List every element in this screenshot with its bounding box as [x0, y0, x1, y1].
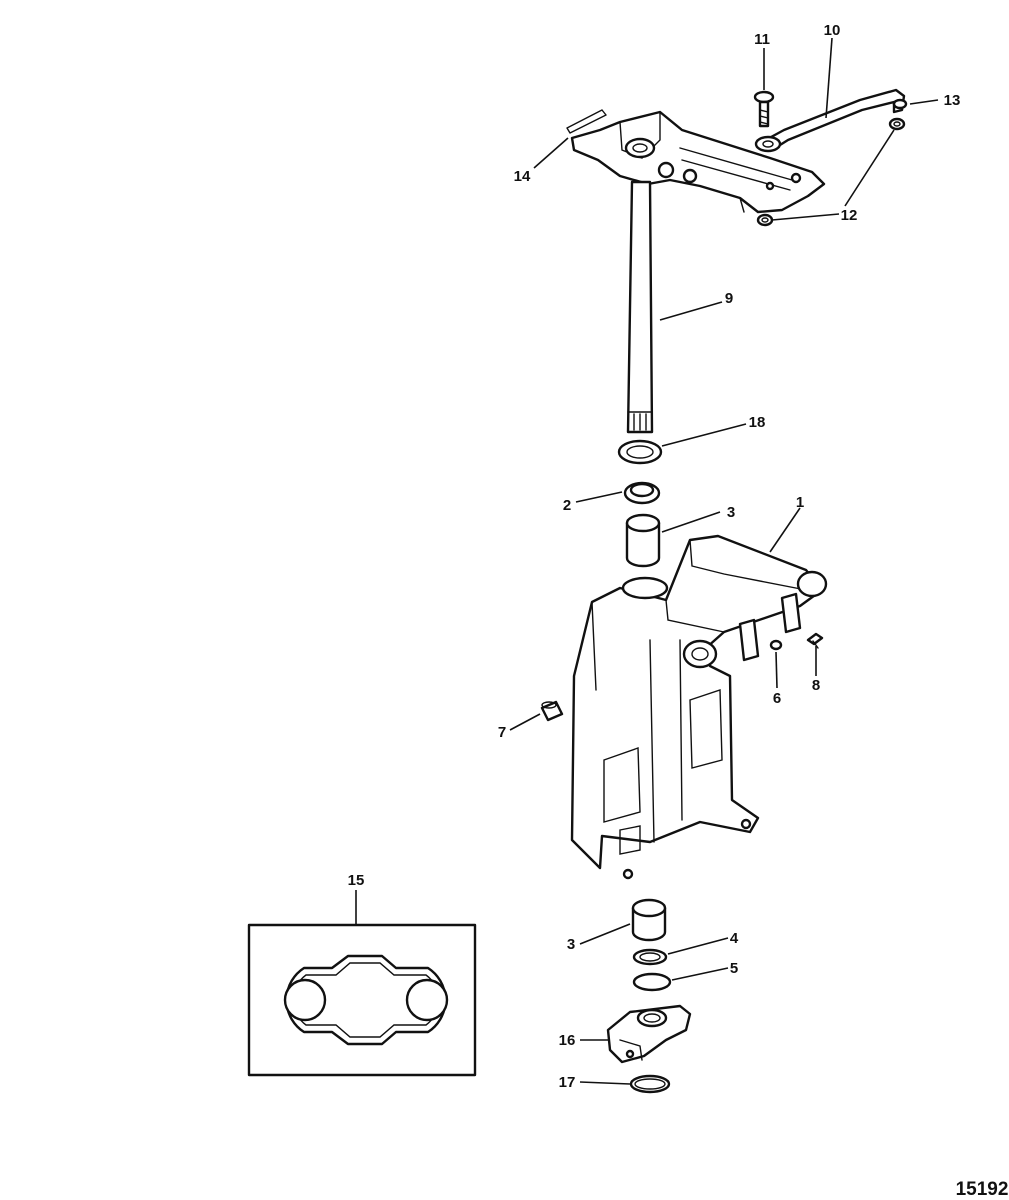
- callout-1: 1: [796, 494, 804, 511]
- part-11-bolt: [753, 90, 775, 128]
- part-15-decal: [247, 923, 477, 1077]
- callout-13: 13: [944, 92, 961, 109]
- callout-7: 7: [498, 724, 506, 741]
- callout-11: 11: [754, 31, 770, 48]
- part-13-washer: [892, 98, 908, 110]
- callout-16: 16: [559, 1032, 576, 1049]
- part-8-bolt: [806, 632, 824, 649]
- callout-labels: 1 2 3 3 4 5 6 7 8 9 10 11 12 13 14 15 16…: [348, 22, 961, 1091]
- part-1-swivel-bracket: [570, 534, 828, 880]
- part-16-yoke: [606, 1004, 692, 1064]
- callout-8: 8: [812, 677, 820, 694]
- part-10-link-rod: [754, 88, 906, 153]
- callout-5: 5: [730, 960, 738, 977]
- callout-14: 14: [514, 168, 531, 185]
- callout-3-upper: 3: [727, 504, 735, 521]
- callout-17: 17: [559, 1074, 576, 1091]
- callout-15: 15: [348, 872, 365, 889]
- callout-4: 4: [730, 930, 739, 947]
- part-14-clip: [566, 109, 607, 134]
- part-12-nut-lower: [756, 213, 774, 227]
- part-17-retaining-ring: [629, 1074, 671, 1094]
- callout-2: 2: [563, 497, 571, 514]
- part-18-washer: [617, 439, 663, 465]
- steering-arm-assembly: [570, 110, 826, 214]
- part-6-fitting: [769, 639, 783, 651]
- callout-3-lower: 3: [567, 936, 575, 953]
- callout-18: 18: [749, 414, 766, 431]
- callout-12: 12: [841, 207, 858, 224]
- callout-10: 10: [824, 22, 841, 39]
- callout-6: 6: [773, 690, 781, 707]
- callout-9: 9: [725, 290, 733, 307]
- part-7-bushing: [540, 700, 564, 722]
- part-5-washer: [632, 972, 672, 992]
- part-3-upper-bushing: [625, 513, 661, 568]
- part-3-lower-bushing: [631, 898, 667, 942]
- part-4-washer: [632, 948, 668, 966]
- leader-lines: [355, 37, 939, 1085]
- part-12-nut-upper: [888, 117, 906, 131]
- figure-number: 15192: [956, 1179, 1009, 1200]
- part-9-steering-shaft: [626, 180, 654, 434]
- part-2-seal: [623, 481, 661, 505]
